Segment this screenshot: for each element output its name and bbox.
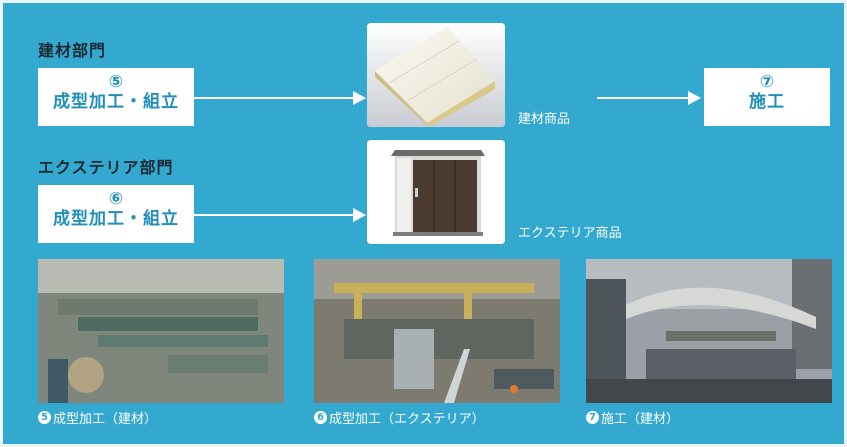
photo-forming-exterior — [314, 259, 560, 403]
photo-caption-5: 5 成型加工（建材） — [38, 408, 157, 427]
step-7-box: ⑦ 施工 — [704, 68, 830, 126]
photo-caption-6-text: 成型加工（エクステリア） — [329, 412, 485, 427]
step-6-box: ⑥ 成型加工・組立 — [38, 185, 194, 243]
assembly-line-illustration — [314, 259, 560, 403]
arrow-step5-to-kenzai-product — [194, 91, 366, 105]
photo-caption-7: 7 施工（建材） — [586, 408, 679, 427]
photo-caption-5-text: 成型加工（建材） — [53, 412, 158, 427]
kenzai-product-image — [367, 23, 505, 127]
step-5-box: ⑤ 成型加工・組立 — [38, 68, 194, 126]
wall-panel-illustration — [367, 23, 505, 127]
exterior-product-image — [367, 140, 505, 244]
step-7-number: ⑦ — [759, 72, 775, 92]
step-5-label: 成型加工・組立 — [53, 92, 179, 113]
photo-caption-7-text: 施工（建材） — [601, 412, 680, 427]
station-roof-illustration — [586, 259, 832, 403]
photo-caption-6: 6 成型加工（エクステリア） — [314, 408, 485, 427]
arrow-step6-to-exterior-product — [194, 208, 366, 222]
exterior-product-label: エクステリア商品 — [518, 226, 622, 241]
step-5-number: ⑤ — [108, 72, 124, 92]
arrow-kenzai-product-to-construction — [597, 91, 701, 105]
kenzai-heading: 建材部門 — [38, 41, 107, 60]
step-6-label: 成型加工・組立 — [53, 209, 179, 230]
kenzai-product-label: 建材商品 — [518, 112, 571, 127]
step-7-label: 施工 — [749, 92, 785, 113]
step-6-badge: 6 — [314, 411, 327, 424]
photo-forming-kenzai — [38, 259, 284, 403]
storage-shed-illustration — [367, 140, 505, 244]
step-7-badge: 7 — [586, 411, 599, 424]
step-5-badge: 5 — [38, 411, 51, 424]
step-6-number: ⑥ — [108, 189, 124, 209]
photo-construction — [586, 259, 832, 403]
exterior-heading: エクステリア部門 — [38, 158, 174, 177]
factory-line-illustration — [38, 259, 284, 403]
